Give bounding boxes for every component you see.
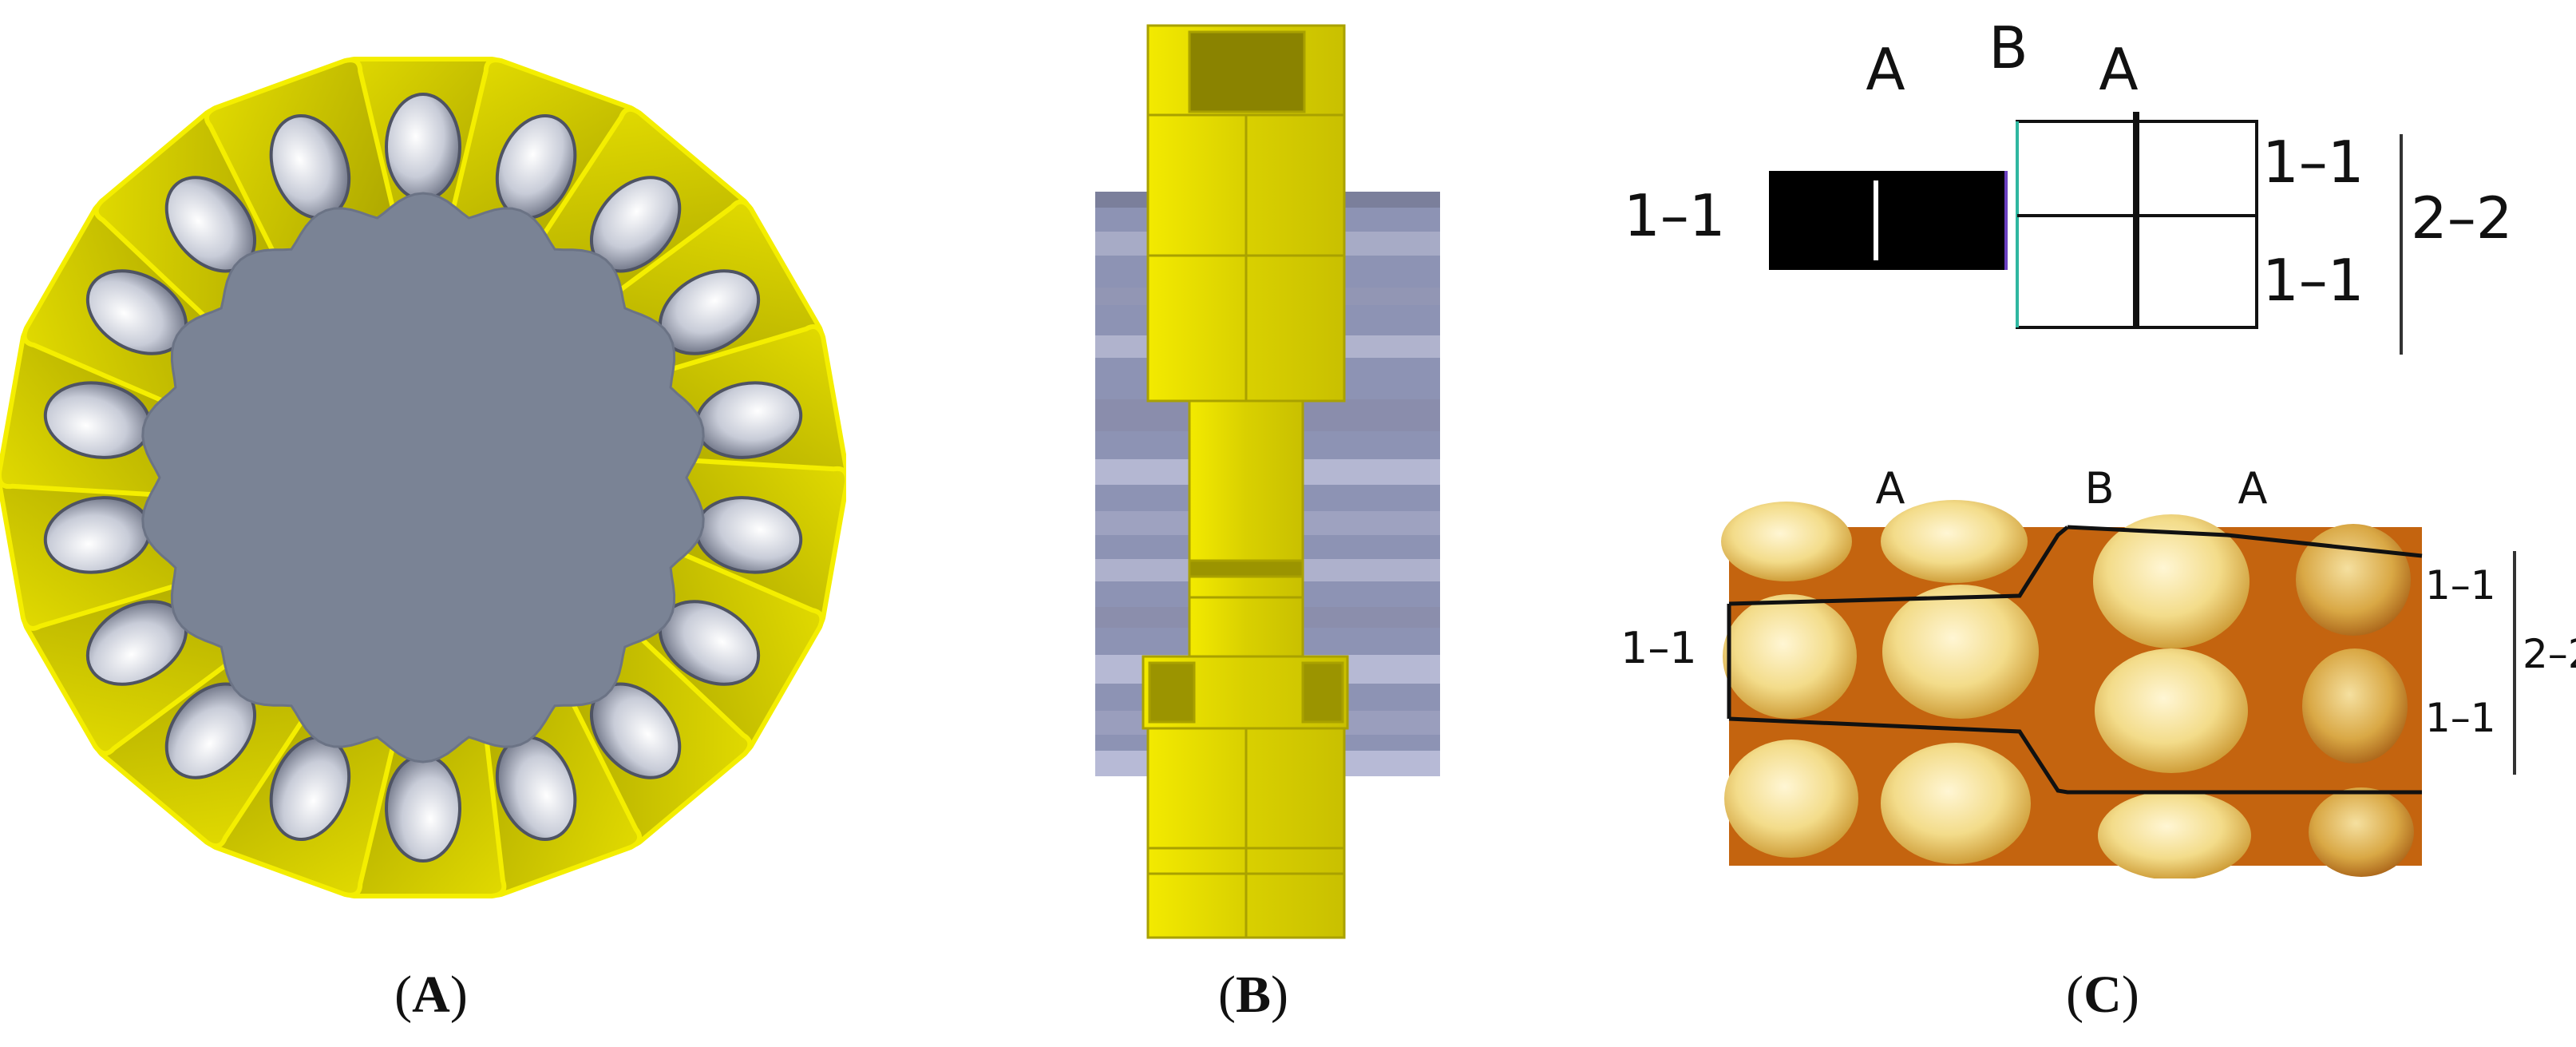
- panel-c-caption: (C): [2066, 966, 2139, 1024]
- photo-col-a-right: A: [2238, 463, 2268, 514]
- photo-row-right-top: 1–1: [2425, 562, 2496, 609]
- panel-c-schematic: A B A 1–1 1–1 1–1 2–2: [1624, 14, 2513, 355]
- panel-a-disc-front-view: [0, 57, 846, 898]
- schematic-row-left: 1–1: [1624, 182, 1726, 249]
- photo-group-right: 2–2: [2523, 631, 2576, 677]
- photo-row-right-bottom: 1–1: [2425, 695, 2496, 741]
- panel-b-caption: (B): [1218, 966, 1288, 1024]
- panel-b-side-view: [1095, 24, 1440, 939]
- side-cell-stack: [1142, 24, 1349, 939]
- schematic-row-right-top: 1–1: [2262, 129, 2364, 196]
- schematic-col-a-left: A: [1866, 36, 1905, 103]
- schematic-group-right: 2–2: [2411, 184, 2513, 252]
- disc-center-hub: [141, 192, 705, 763]
- photo-row-left: 1–1: [1620, 623, 1697, 673]
- schematic-grid: [2016, 112, 2258, 329]
- schematic-row-right-bottom: 1–1: [2262, 247, 2364, 314]
- panel-a-caption: (A): [394, 966, 468, 1024]
- corn-ear-photo: [1721, 500, 2423, 878]
- schematic-col-a-right: A: [2099, 36, 2138, 103]
- photo-col-b: B: [2084, 463, 2114, 514]
- seed-hole: [385, 93, 461, 201]
- seed-hole: [385, 754, 461, 863]
- schematic-black-block: [1769, 171, 2007, 270]
- schematic-col-b: B: [1988, 14, 2028, 81]
- photo-col-a-left: A: [1876, 463, 1905, 514]
- panel-c-photo: A B A 1–1 1–1 1–1 2–2: [1620, 463, 2576, 878]
